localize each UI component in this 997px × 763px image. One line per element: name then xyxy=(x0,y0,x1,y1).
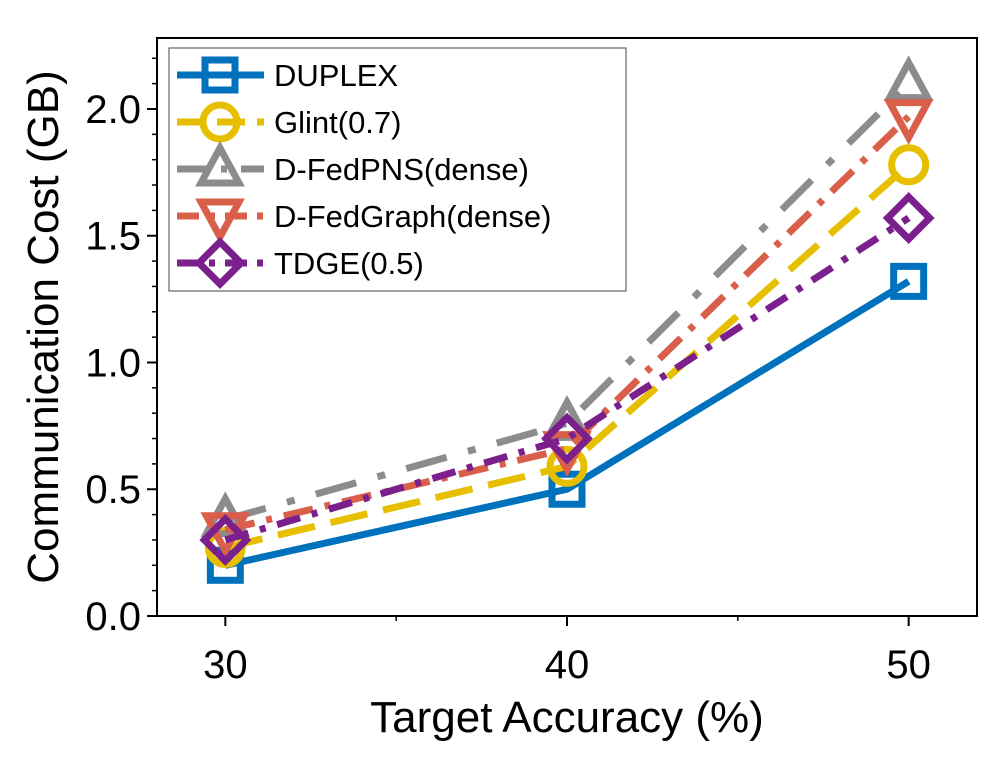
legend-marker xyxy=(195,140,245,187)
series-line xyxy=(224,215,911,544)
legend-label: DUPLEX xyxy=(274,58,398,93)
legend: DUPLEX Glint(0.7) D-FedPNS(dense) D-FedGrap… xyxy=(168,47,627,292)
legend-label: D-FedGraph(dense) xyxy=(274,199,551,234)
series-line xyxy=(224,114,912,534)
legend-marker xyxy=(199,101,241,143)
series-duplex xyxy=(206,262,928,584)
legend-marker xyxy=(195,198,245,245)
legend-label: TDGE(0.5) xyxy=(274,246,424,281)
legend-entry: DUPLEX xyxy=(177,56,398,94)
series-line xyxy=(224,278,911,569)
series-tdge-0-5- xyxy=(199,192,935,566)
data-point-marker xyxy=(541,412,593,465)
series-layer xyxy=(199,55,935,584)
data-point-marker xyxy=(890,262,928,300)
legend-entry: D-FedGraph(dense) xyxy=(177,198,551,245)
y-axis-title: Communication Cost (GB) xyxy=(19,70,68,583)
y-tick-label: 0.5 xyxy=(85,468,141,512)
x-tick-label: 40 xyxy=(545,643,590,687)
x-tick-label: 50 xyxy=(886,643,931,687)
legend-entry: Glint(0.7) xyxy=(177,101,401,143)
data-point-marker xyxy=(888,144,930,186)
data-point-marker xyxy=(546,445,588,487)
x-axis-title: Target Accuracy (%) xyxy=(370,693,764,742)
series-line xyxy=(224,81,912,524)
data-point-marker xyxy=(883,55,934,102)
data-point-marker xyxy=(882,192,935,244)
y-tick-label: 1.0 xyxy=(85,341,141,385)
legend-entry: D-FedPNS(dense) xyxy=(177,140,529,187)
legend-label: Glint(0.7) xyxy=(274,105,401,140)
x-tick-label: 30 xyxy=(203,643,248,687)
y-tick-label: 0.0 xyxy=(85,595,141,639)
y-tick-label: 2.0 xyxy=(85,88,141,132)
axes-layer: 30 40 50 0.0 0.5 1.0 1.5 2.0 xyxy=(85,57,931,687)
data-point-marker xyxy=(199,513,252,566)
legend-marker xyxy=(194,237,246,289)
y-tick-label: 1.5 xyxy=(85,215,141,259)
legend-entry: TDGE(0.5) xyxy=(177,237,424,289)
data-point-marker xyxy=(883,99,934,145)
legend-label: D-FedPNS(dense) xyxy=(274,152,529,187)
legend-marker xyxy=(201,56,239,94)
